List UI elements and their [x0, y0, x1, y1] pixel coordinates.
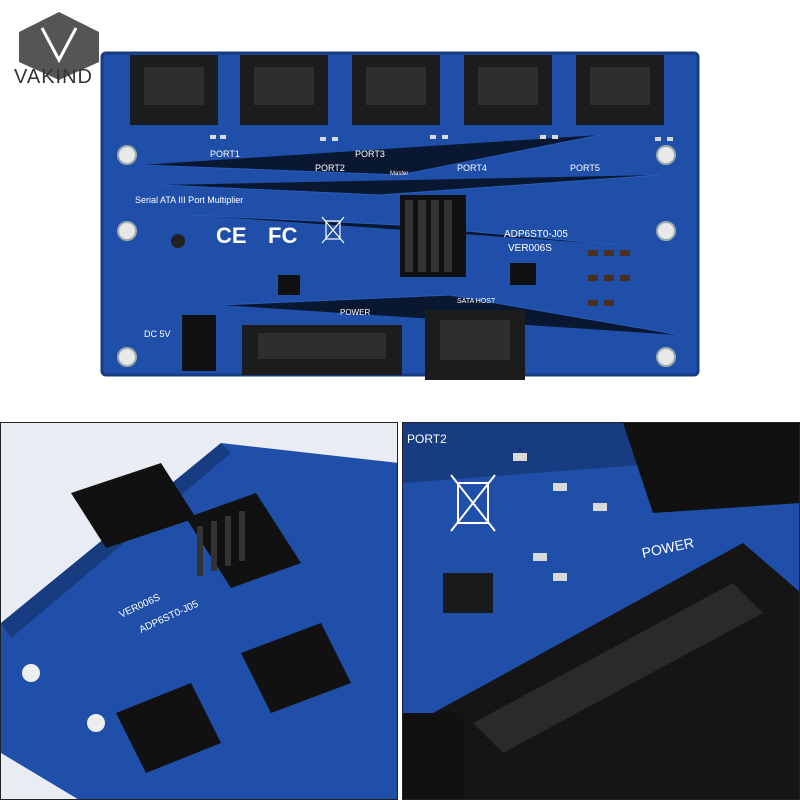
master-label: Master — [390, 171, 408, 177]
closeup-left-photo: VER006S ADP6ST0-J05 — [0, 422, 398, 800]
ce-mark: CE — [216, 223, 247, 248]
port5-label: PORT5 — [570, 163, 600, 173]
closeup-port-label: PORT2 — [407, 432, 447, 446]
hexagon-logo-icon — [19, 12, 99, 80]
port2-label: PORT2 — [315, 163, 345, 173]
sata-port-connectors — [130, 55, 664, 125]
pcb-board-photo: PORT1 PORT2 PORT3 PORT4 PORT5 Serial ATA… — [100, 45, 700, 385]
port4-label: PORT4 — [457, 163, 487, 173]
model-number: ADP6ST0-J05 — [504, 229, 568, 240]
closeup-right-photo: POWER PORT2 — [402, 422, 800, 800]
port3-label: PORT3 — [355, 149, 385, 159]
heatsink — [400, 195, 466, 277]
board-title: Serial ATA III Port Multiplier — [135, 195, 243, 205]
brand-logo: VAKIND — [14, 10, 144, 90]
weee-bin-icon — [321, 216, 345, 244]
sata-host-label: SATA HOST — [457, 298, 496, 305]
power-label: POWER — [340, 308, 370, 317]
dc-label: DC 5V — [144, 329, 171, 339]
brand-name: VAKIND — [14, 66, 93, 88]
version-number: VER006S — [508, 243, 552, 254]
closeup-weee-bin-icon — [450, 474, 496, 532]
fc-mark: FC — [268, 223, 297, 248]
port1-label: PORT1 — [210, 149, 240, 159]
